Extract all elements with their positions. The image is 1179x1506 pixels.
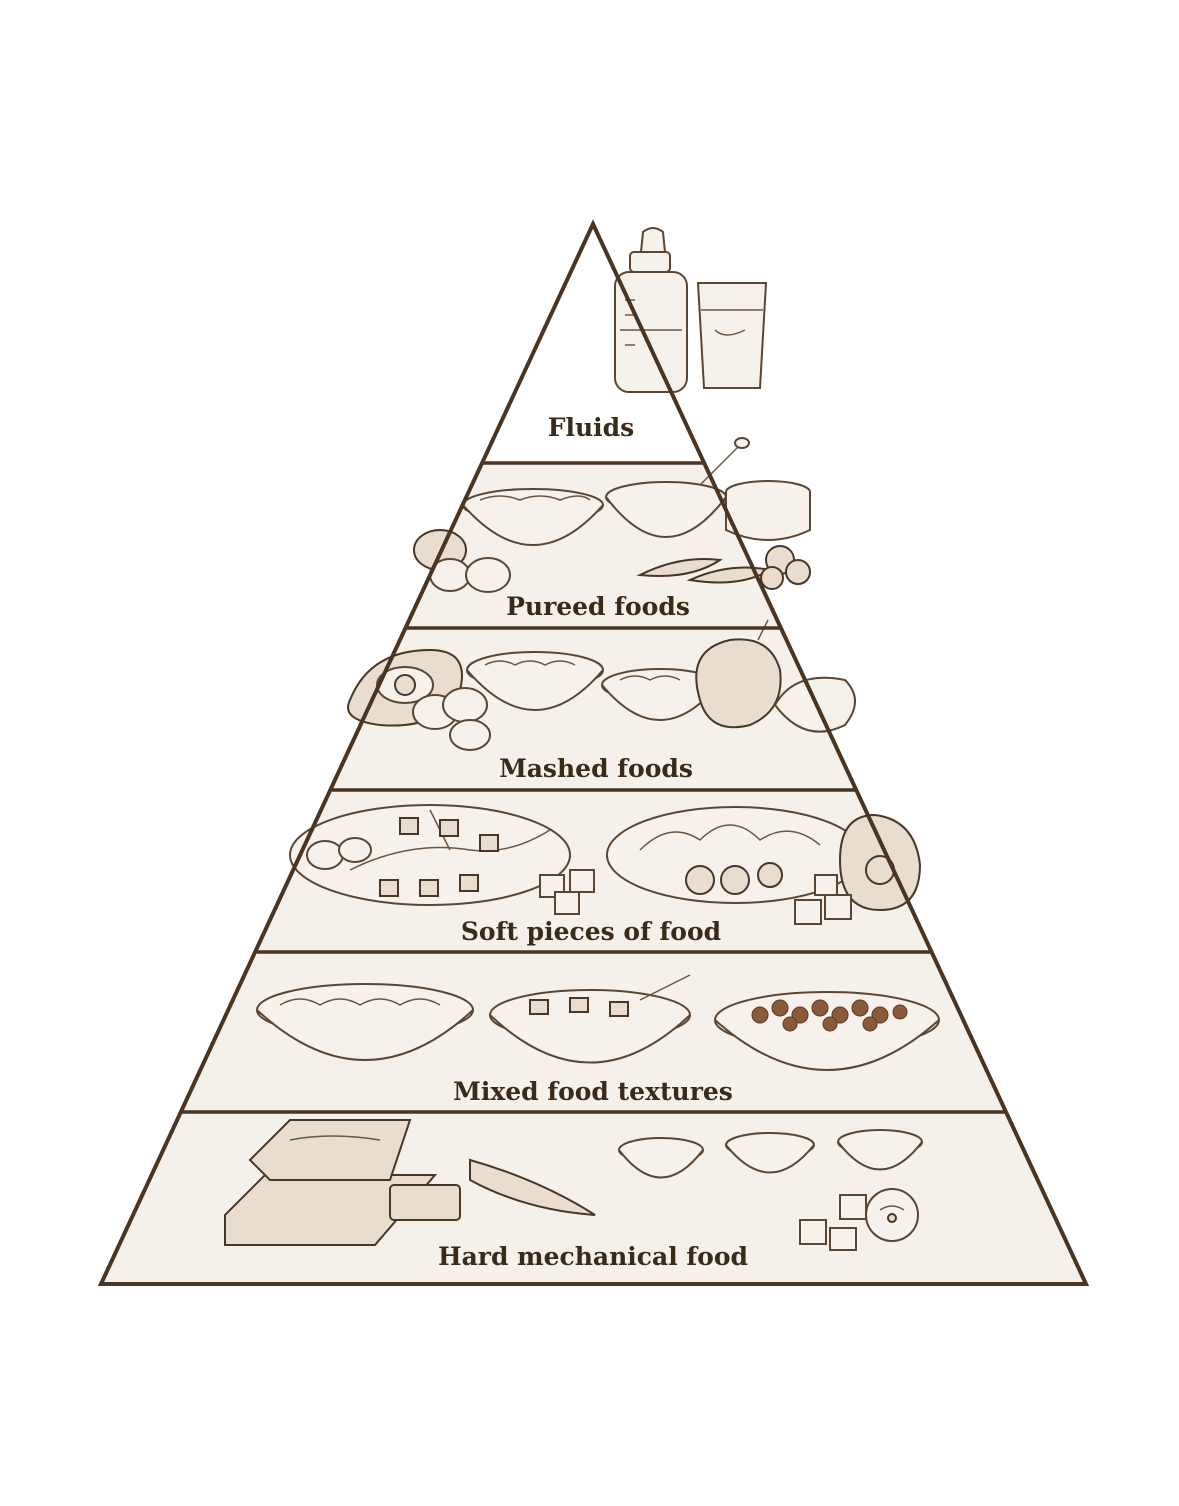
small-cup-icon: [726, 481, 810, 540]
tier-label-pureed: Pureed foods: [506, 592, 690, 621]
tier-label-fluids: Fluids: [548, 413, 634, 442]
tier-label-soft-pieces: Soft pieces of food: [461, 917, 721, 946]
tier-label-mixed-textures: Mixed food textures: [453, 1077, 733, 1106]
apple-slice-icon: [866, 1189, 918, 1241]
tier-label-hard-mechanical: Hard mechanical food: [438, 1242, 748, 1271]
fluids-illustration: [615, 228, 766, 392]
divided-plate-icon: [290, 805, 570, 905]
water-glass-icon: [698, 283, 766, 388]
tier-label-mashed: Mashed foods: [499, 754, 693, 783]
baby-bottle-icon: [615, 228, 687, 392]
broccoli-icon: [761, 546, 810, 589]
